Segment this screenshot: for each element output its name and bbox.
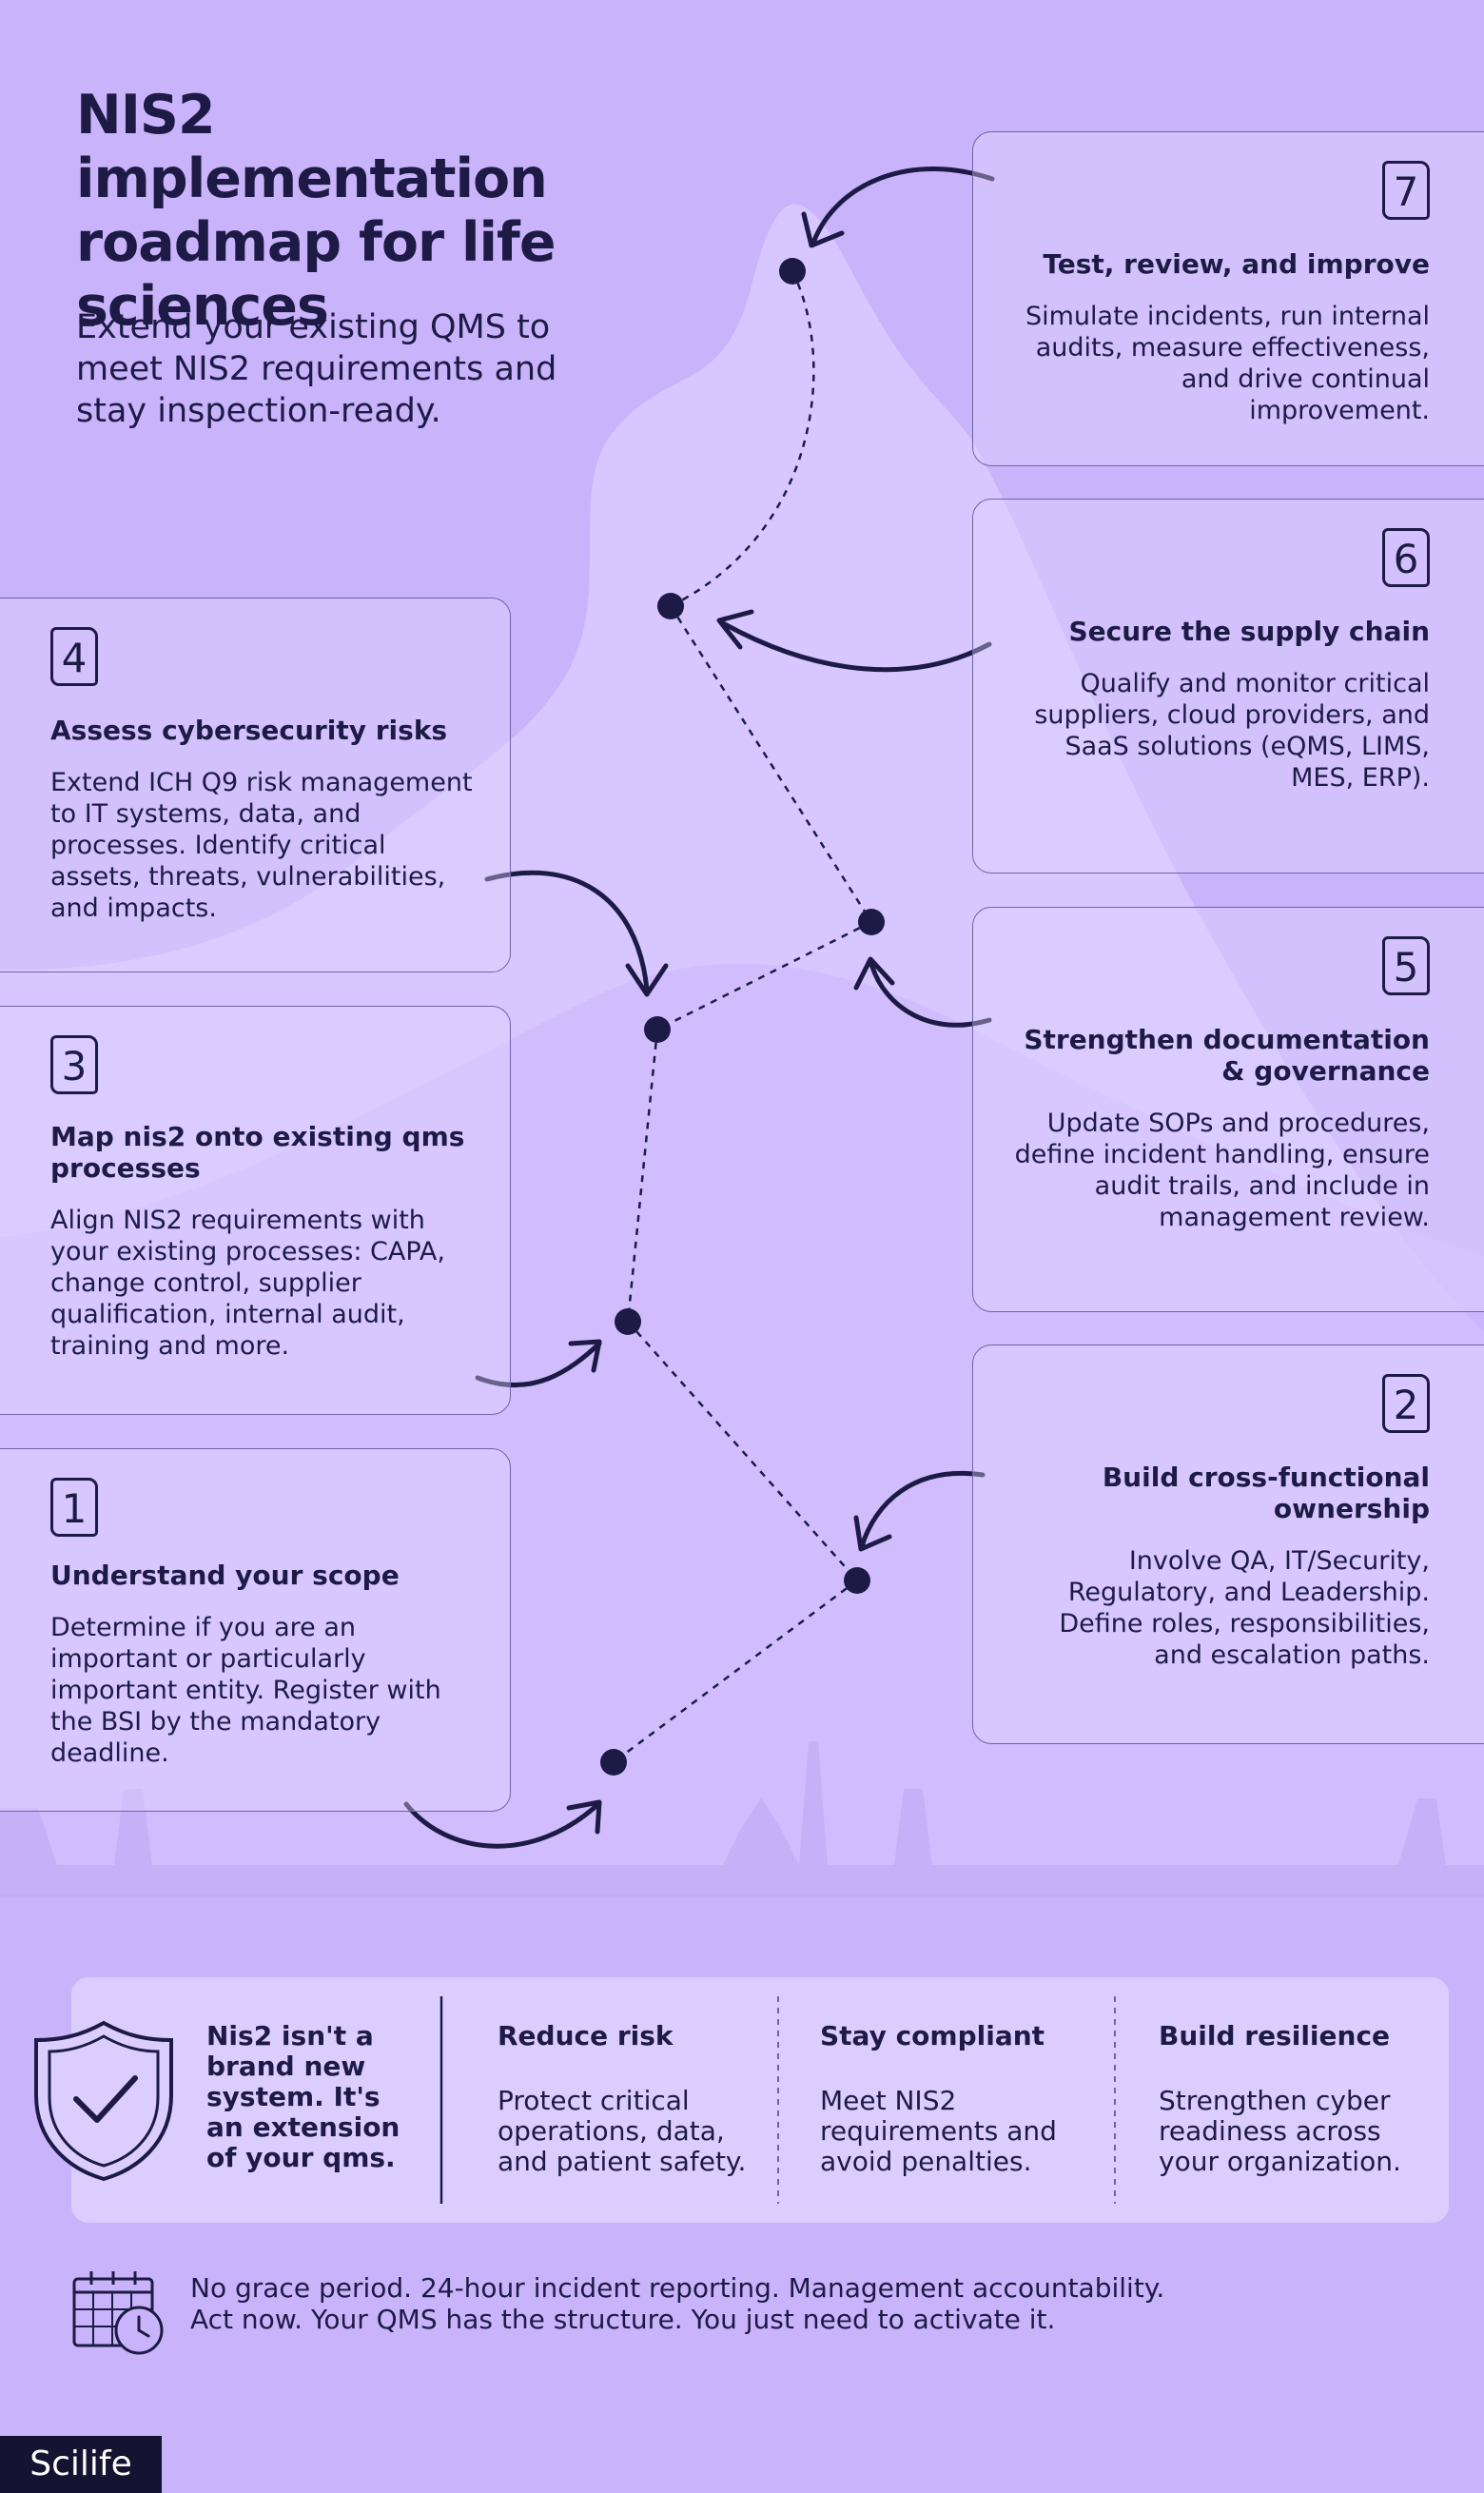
footer-line-1: No grace period. 24-hour incident report…	[190, 2272, 1165, 2304]
summary-column-title: Stay compliant	[820, 2020, 1045, 2051]
summary-column-stay-compliant: Stay compliant Meet NIS2 requirements an…	[820, 2021, 1077, 2177]
summary-lead: Nis2 isn't a brand new system. It's an e…	[206, 2020, 400, 2173]
summary-column-text: Protect critical operations, data, and p…	[498, 2085, 747, 2177]
step-text-2: Involve QA, IT/Security, Regulatory, and…	[1059, 1546, 1430, 1670]
step-number-7: 7	[1382, 161, 1430, 220]
summary-column-text: Meet NIS2 requirements and avoid penalti…	[820, 2085, 1057, 2177]
step-number-2: 2	[1382, 1374, 1430, 1433]
step-title-7: Test, review, and improve	[1043, 248, 1430, 280]
step-title-6: Secure the supply chain	[1068, 616, 1430, 647]
background-hills	[0, 963, 1484, 1894]
roadmap-milestones	[600, 258, 885, 1776]
calendar-clock-icon	[72, 2271, 164, 2355]
step-number-3: 3	[50, 1035, 98, 1094]
step-number-5: 5	[1382, 936, 1430, 995]
page-title: NIS2 implementation roadmap for life sci…	[76, 84, 556, 338]
curved-arrows	[403, 167, 995, 1849]
step-card-6: 6 Secure the supply chain Qualify and mo…	[972, 499, 1484, 874]
brand-logo: Scilife	[0, 2436, 162, 2493]
summary-column-reduce-risk: Reduce risk Protect critical operations,…	[498, 2021, 754, 2177]
step-title-4: Assess cybersecurity risks	[50, 715, 448, 746]
step-number-6: 6	[1382, 528, 1430, 587]
summary-column-text: Strengthen cyber readiness across your o…	[1159, 2085, 1401, 2177]
roadmap-dashed-path	[613, 270, 873, 1764]
summary-panel	[71, 1977, 1449, 2223]
step-title-1: Understand your scope	[50, 1560, 400, 1591]
summary-column-title: Reduce risk	[498, 2020, 674, 2051]
step-card-7: 7 Test, review, and improve Simulate inc…	[972, 131, 1484, 466]
step-title-2: Build cross-functional ownership	[1102, 1462, 1430, 1524]
shield-check-icon	[34, 2020, 173, 2182]
step-title-3: Map nis2 onto existing qms processes	[50, 1121, 465, 1184]
step-number-1: 1	[50, 1478, 98, 1537]
background-skyline	[0, 1741, 1484, 1898]
step-text-7: Simulate incidents, run internal audits,…	[1025, 302, 1430, 425]
summary-divider	[439, 1996, 443, 2204]
step-text-3: Align NIS2 requirements with your existi…	[50, 1206, 445, 1361]
summary-column-title: Build resilience	[1159, 2020, 1391, 2051]
step-card-1: 1 Understand your scope Determine if you…	[0, 1448, 511, 1812]
summary-divider-dashed	[1114, 1996, 1116, 2204]
step-title-5: Strengthen documentation & governance	[1024, 1024, 1430, 1087]
step-text-4: Extend ICH Q9 risk management to IT syst…	[50, 768, 473, 923]
step-text-6: Qualify and monitor critical suppliers, …	[1034, 669, 1430, 793]
summary-divider-dashed	[777, 1996, 779, 2204]
step-number-4: 4	[50, 627, 98, 686]
step-card-5: 5 Strengthen documentation & governance …	[972, 907, 1484, 1312]
step-card-4: 4 Assess cybersecurity risks Extend ICH …	[0, 598, 511, 972]
step-text-5: Update SOPs and procedures, define incid…	[1014, 1109, 1430, 1232]
footer-line-2: Act now. Your QMS has the structure. You…	[190, 2304, 1056, 2335]
summary-column-build-resilience: Build resilience Strengthen cyber readin…	[1159, 2021, 1416, 2177]
step-text-1: Determine if you are an important or par…	[50, 1613, 441, 1768]
page-subtitle: Extend your existing QMS to meet NIS2 re…	[76, 308, 557, 430]
step-card-2: 2 Build cross-functional ownership Invol…	[972, 1345, 1484, 1744]
step-card-3: 3 Map nis2 onto existing qms processes A…	[0, 1006, 511, 1415]
footer-message: No grace period. 24-hour incident report…	[190, 2272, 1237, 2335]
